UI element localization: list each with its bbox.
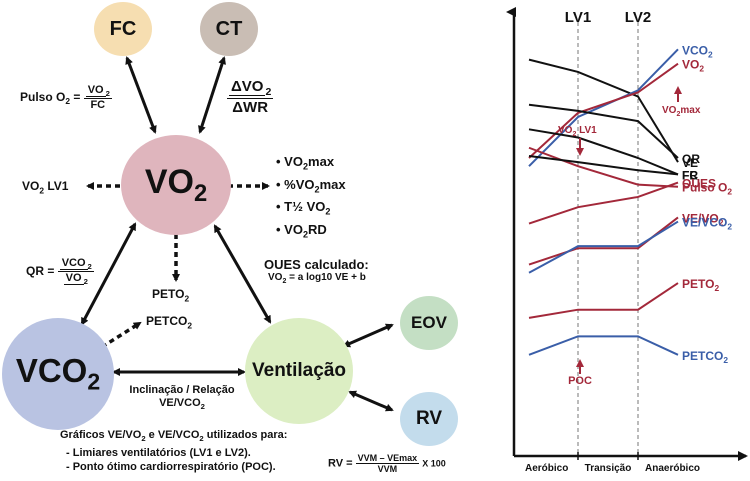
series-line-9 — [528, 220, 679, 274]
series-line-5 — [528, 146, 679, 188]
graficos-note: Gráficos VE/VO2 e VE/VCO2 utilizados par… — [60, 428, 287, 474]
series-label-5: Pulso O2 — [682, 181, 732, 197]
annotation-vo2-lv1: VO2 LV1 — [558, 125, 597, 138]
x-phase-label: Transição — [585, 463, 632, 474]
series-label-7: OUES — [682, 177, 716, 191]
index-item: • T½ VO2 — [276, 199, 331, 217]
threshold-label: LV2 — [625, 9, 651, 26]
series-label-6: FR — [682, 168, 698, 182]
series-label-1: VCO2 — [682, 43, 713, 59]
series-line-2 — [528, 62, 679, 159]
oues-title: OUES calculado: — [264, 257, 369, 272]
series-label-4: FC — [682, 168, 698, 182]
node-ct: CT — [200, 2, 258, 56]
node-eov-label: EOV — [411, 313, 447, 332]
node-rv: RV — [400, 392, 458, 446]
annotation-vo2max: VO2max — [662, 105, 701, 118]
index-item: • VO2max — [276, 154, 335, 172]
node-ventilacao-label: Ventilação — [252, 360, 346, 381]
graficos-line1: Gráficos VE/VO2 e VE/VCO2 utilizados par… — [60, 429, 288, 444]
vo2-indices-list: • VO2max • %VO2max • T½ VO2 • VO2RD — [276, 153, 346, 243]
series-line-3 — [528, 103, 679, 159]
oues-formula: VO2 = a log10 VE + b — [268, 272, 366, 285]
series-label-3: QR — [682, 152, 700, 166]
node-ventilacao: Ventilação — [245, 318, 353, 424]
series-label-0: VE — [682, 156, 698, 170]
node-fc: FC — [94, 2, 152, 56]
peto2-label: PETO2 — [152, 287, 190, 304]
arrow-ct-vo2 — [198, 56, 226, 134]
node-vo2: VO2 — [121, 135, 231, 235]
arrow-vo2-ventilacao — [213, 224, 272, 324]
index-item: • %VO2max — [276, 176, 346, 195]
x-phase-label: Anaeróbico — [645, 463, 700, 474]
node-rv-label: RV — [415, 408, 443, 429]
series-label-2: VO2 — [682, 58, 704, 74]
series-label-11: PETCO2 — [682, 349, 728, 365]
inclinacao-label: Inclinação / Relação VE/VCO2 — [129, 384, 235, 412]
node-ct-label: CT — [215, 17, 243, 40]
series-line-8 — [528, 216, 679, 266]
graficos-bullet: - Limiares ventilatórios (LV1 e LV2). — [66, 447, 251, 460]
series-line-7 — [528, 181, 679, 225]
diagram-arrows — [80, 56, 394, 412]
annotation-poc: POC — [568, 375, 592, 387]
series-line-6 — [528, 154, 679, 176]
series-line-10 — [528, 282, 679, 319]
index-item: • VO2RD — [276, 221, 327, 240]
arrow-vco2-petco2 — [101, 321, 142, 349]
node-vco2: VCO2 — [2, 318, 114, 430]
node-eov: EOV — [400, 296, 458, 350]
series-line-4 — [528, 128, 679, 176]
series-label-10: PETO2 — [682, 277, 719, 293]
node-vo2-label: VO2 — [144, 162, 208, 207]
series-label-9: VE/VCO2 — [682, 216, 732, 232]
series-label-8: VE/VO2 — [682, 211, 724, 227]
arrow-ventilacao-eov — [342, 323, 394, 348]
threshold-label: LV1 — [565, 9, 591, 26]
vo2-lv1-label: VO2 LV1 — [22, 179, 69, 196]
arrow-ventilacao-rv — [348, 390, 394, 412]
node-vco2-label: VCO2 — [15, 352, 101, 395]
arrow-fc-vo2 — [125, 56, 157, 134]
series-line-0 — [528, 58, 679, 163]
node-fc-label: FC — [109, 17, 137, 40]
graficos-bullet: - Ponto ótimo cardiorrespiratório (POC). — [66, 461, 276, 474]
x-phase-label: Aeróbico — [525, 463, 568, 474]
oues-calc: OUES calculado: VO2 = a log10 VE + b — [264, 257, 369, 285]
arrow-vo2-vco2 — [80, 222, 137, 326]
petco2-label: PETCO2 — [146, 314, 193, 331]
series-line-11 — [528, 335, 679, 356]
